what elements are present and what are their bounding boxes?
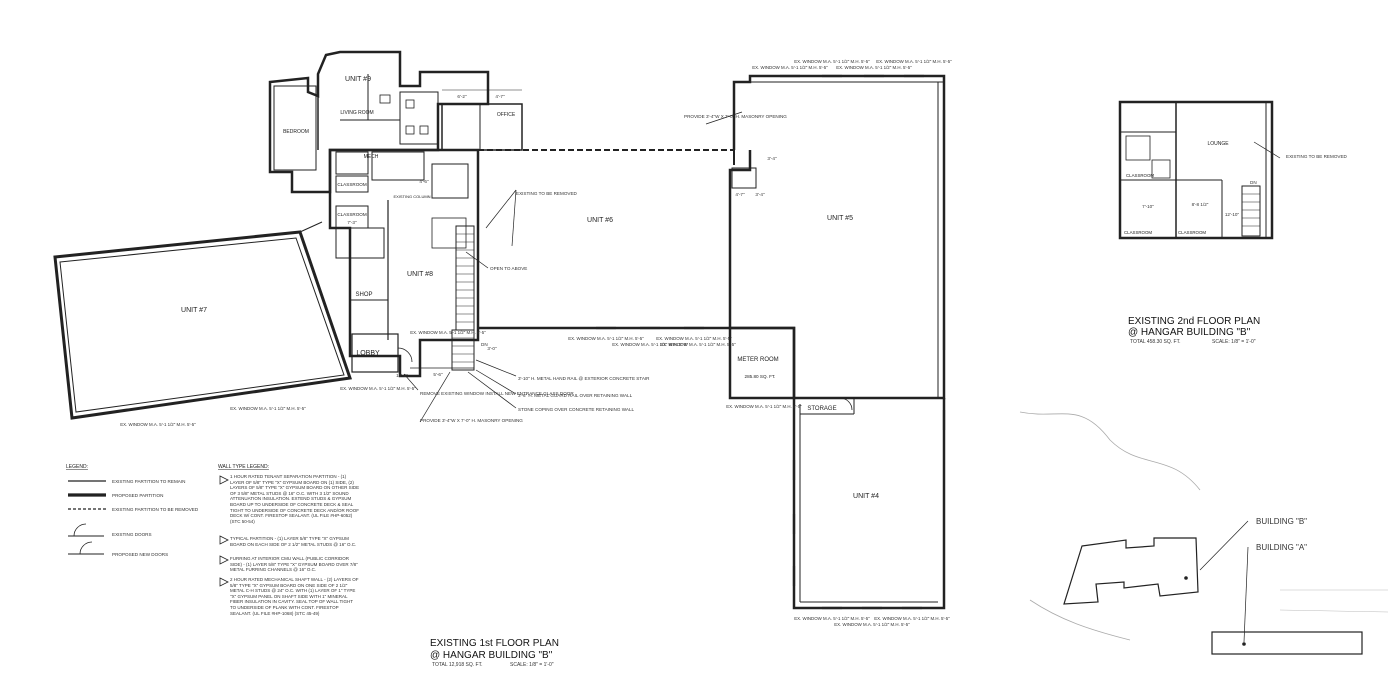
label-unit-6: UNIT #6	[587, 217, 613, 224]
window-top-c: EX. WINDOW M.A. 5'-1 1/2" M.H. 5'-5"	[836, 65, 912, 70]
note-provide-opening-2: PROVIDE 3'-4"W X 7'-0" H. MASONRY OPENIN…	[420, 418, 523, 423]
f2-label-lounge: LOUNGE	[1207, 141, 1229, 147]
label-unit-9: UNIT #9	[345, 76, 371, 83]
label-mech: MECH	[364, 154, 379, 160]
label-unit-5: UNIT #5	[827, 215, 853, 222]
window-mid-d: EX. WINDOW M.A. 5'-1 1/2" M.H. 5'-5"	[410, 330, 486, 335]
f2-note: EXISTING TO BE REMOVED	[1286, 154, 1348, 159]
floor2-total: TOTAL 458.30 SQ. FT.	[1130, 339, 1180, 345]
floor1-total: TOTAL 12,918 SQ. FT.	[432, 662, 482, 668]
legend-item-1: EXISTING PARTITION TO REMAIN	[112, 479, 185, 484]
floor-2-walls	[1118, 100, 1281, 240]
building-a-marker	[1242, 642, 1246, 646]
site-label-building-b: BUILDING "B"	[1256, 517, 1307, 526]
label-office: OFFICE	[497, 112, 516, 118]
dim-1: 6'-2"	[457, 94, 467, 99]
label-living-room: LIVING ROOM	[340, 110, 373, 116]
label-meter-room: METER ROOM	[737, 357, 778, 363]
wall-type-symbols	[219, 475, 229, 587]
window-top-b: EX. WINDOW M.A. 5'-1 1/2" M.H. 5'-5"	[794, 59, 870, 64]
window-u7-b: EX. WINDOW M.A. 5'-1 1/2" M.H. 5'-5"	[230, 406, 306, 411]
leader-lines	[403, 111, 743, 423]
window-bot-a: EX. WINDOW M.A. 5'-1 1/2" M.H. 5'-5"	[794, 616, 870, 621]
unit-5-walls	[728, 74, 946, 400]
f2-label-classroom-c: CLASSROOM	[1178, 230, 1206, 235]
legend-item-4: EXISTING DOORS	[112, 532, 152, 537]
floor1-subtitle: @ HANGAR BUILDING "B"	[430, 650, 553, 661]
note-provide-opening: PROVIDE 3'-4"W X 7'-0" H. MASONRY OPENIN…	[684, 114, 787, 119]
label-meter-room-area: 285.80 SQ. FT.	[745, 374, 776, 379]
label-storage: STORAGE	[807, 406, 836, 412]
unit-7-walls	[53, 221, 353, 420]
note-guardrail: 3'-6" H. METAL GUARD RAIL OVER RETAINING…	[518, 393, 633, 398]
f2-dn: DN	[1250, 180, 1257, 185]
window-bot-b: EX. WINDOW M.A. 5'-1 1/2" M.H. 5'-5"	[834, 622, 910, 627]
dim-4: 7'-3"	[347, 220, 357, 225]
window-bot-c: EX. WINDOW M.A. 5'-1 1/2" M.H. 5'-5"	[874, 616, 950, 621]
label-bedroom: BEDROOM	[283, 129, 309, 135]
dim-5: 4'-7"	[735, 192, 745, 197]
label-classroom-b: CLASSROOM	[337, 212, 367, 217]
f2-dim-1: 7'-10"	[1142, 204, 1154, 209]
wall-types-heading: WALL TYPE LEGEND:	[218, 464, 269, 470]
window-marks	[596, 74, 946, 610]
dim-9: 3'-0"	[487, 346, 497, 351]
dim-10: 3'-4"	[767, 156, 777, 161]
label-unit-7: UNIT #7	[181, 307, 207, 314]
floor2-scale: SCALE: 1/8" = 1'-0"	[1212, 339, 1256, 345]
unit-9-walls	[268, 50, 523, 194]
window-mid-a: EX. WINDOW M.A. 5'-1 1/2" M.H. 5'-5"	[568, 336, 644, 341]
legend-item-3: EXISTING PARTITION TO BE REMOVED	[112, 507, 199, 512]
legend-heading: LEGEND:	[66, 464, 88, 470]
dim-2: 4'-7"	[495, 94, 505, 99]
dim-8: 5'-6"	[433, 372, 443, 377]
note-existing-removed: EXISTING TO BE REMOVED	[516, 191, 578, 196]
note-coping: STONE COPING OVER CONCRETE RETAINING WAL…	[518, 407, 634, 412]
site-label-building-a: BUILDING "A"	[1256, 543, 1307, 552]
floor1-title: EXISTING 1st FLOOR PLAN	[430, 638, 559, 649]
window-mid-c: EX. WINDOW M.A. 5'-1 1/2" M.H. 5'-5"	[656, 336, 732, 341]
floor2-title: EXISTING 2nd FLOOR PLAN	[1128, 316, 1260, 327]
unit-4-walls	[792, 397, 946, 610]
unit-6-walls	[478, 149, 735, 330]
unit-8-walls	[328, 148, 480, 378]
dim-3: 4'-6"	[419, 179, 429, 184]
floor2-subtitle: @ HANGAR BUILDING "B"	[1128, 327, 1251, 338]
f2-dim-2: 8'-8 1/2"	[1192, 202, 1209, 207]
building-b-marker	[1184, 576, 1188, 580]
label-lobby: LOBBY	[356, 350, 380, 357]
window-bot-d: EX. WINDOW M.A. 5'-1 1/2" M.H. 5'-5"	[726, 404, 802, 409]
note-handrail: 3'-10" H. METAL HAND RAIL @ EXTERIOR CON…	[518, 376, 650, 381]
window-top-d: EX. WINDOW M.A. 5'-1 1/2" M.H. 5'-5"	[876, 59, 952, 64]
f2-label-classroom-b: CLASSROOM	[1124, 230, 1152, 235]
legend-item-5: PROPOSED NEW DOORS	[112, 552, 168, 557]
label-existing-column: EXISTING COLUMN	[393, 194, 430, 199]
label-classroom-a: CLASSROOM	[337, 182, 367, 187]
label-shop: SHOP	[355, 292, 372, 298]
window-lobby: EX. WINDOW M.A. 5'-1 1/2" M.H. 5'-5"	[340, 386, 416, 391]
label-unit-4: UNIT #4	[853, 493, 879, 500]
dim-6: 3'-4"	[755, 192, 765, 197]
wall-type-1: 1 HOUR RATED TENANT SEPARATION PARTITION…	[230, 474, 359, 524]
window-storage: EX. WINDOW M.A. 5'-1 1/2" M.H. 5'-5"	[660, 342, 736, 347]
note-remove-window: REMOVE EXISTING WINDOW INSTALL NEW ENTRA…	[420, 391, 574, 396]
legend-symbols	[68, 480, 106, 555]
wall-type-3: FURRING AT INTERIOR CMU WALL (PUBLIC COR…	[230, 556, 358, 572]
dim-7: 12'-0"	[396, 373, 408, 378]
window-u7-a: EX. WINDOW M.A. 5'-1 1/2" M.H. 5'-5"	[120, 422, 196, 427]
window-mid-b: EX. WINDOW M.A. 5'-1 1/2" M.H. 5'-5"	[612, 342, 688, 347]
label-unit-8: UNIT #8	[407, 271, 433, 278]
legend-item-2: PROPOSED PARTITION	[112, 493, 163, 498]
wall-type-2: TYPICAL PARTITION - (1) LAYER 5/8" TYPE …	[230, 536, 356, 547]
f2-label-classroom-a: CLASSROOM	[1126, 173, 1154, 178]
wall-type-4: 2 HOUR RATED MECHANICAL SHAFT WALL - (2)…	[230, 577, 359, 616]
f2-dim-3: 12'-10"	[1225, 212, 1240, 217]
floor1-scale: SCALE: 1/8" = 1'-0"	[510, 662, 554, 668]
site-plan	[1019, 411, 1388, 655]
note-dn: DN	[481, 342, 488, 347]
note-open-above: OPEN TO ABOVE	[490, 266, 527, 271]
window-top-a: EX. WINDOW M.A. 5'-1 1/2" M.H. 5'-5"	[752, 65, 828, 70]
